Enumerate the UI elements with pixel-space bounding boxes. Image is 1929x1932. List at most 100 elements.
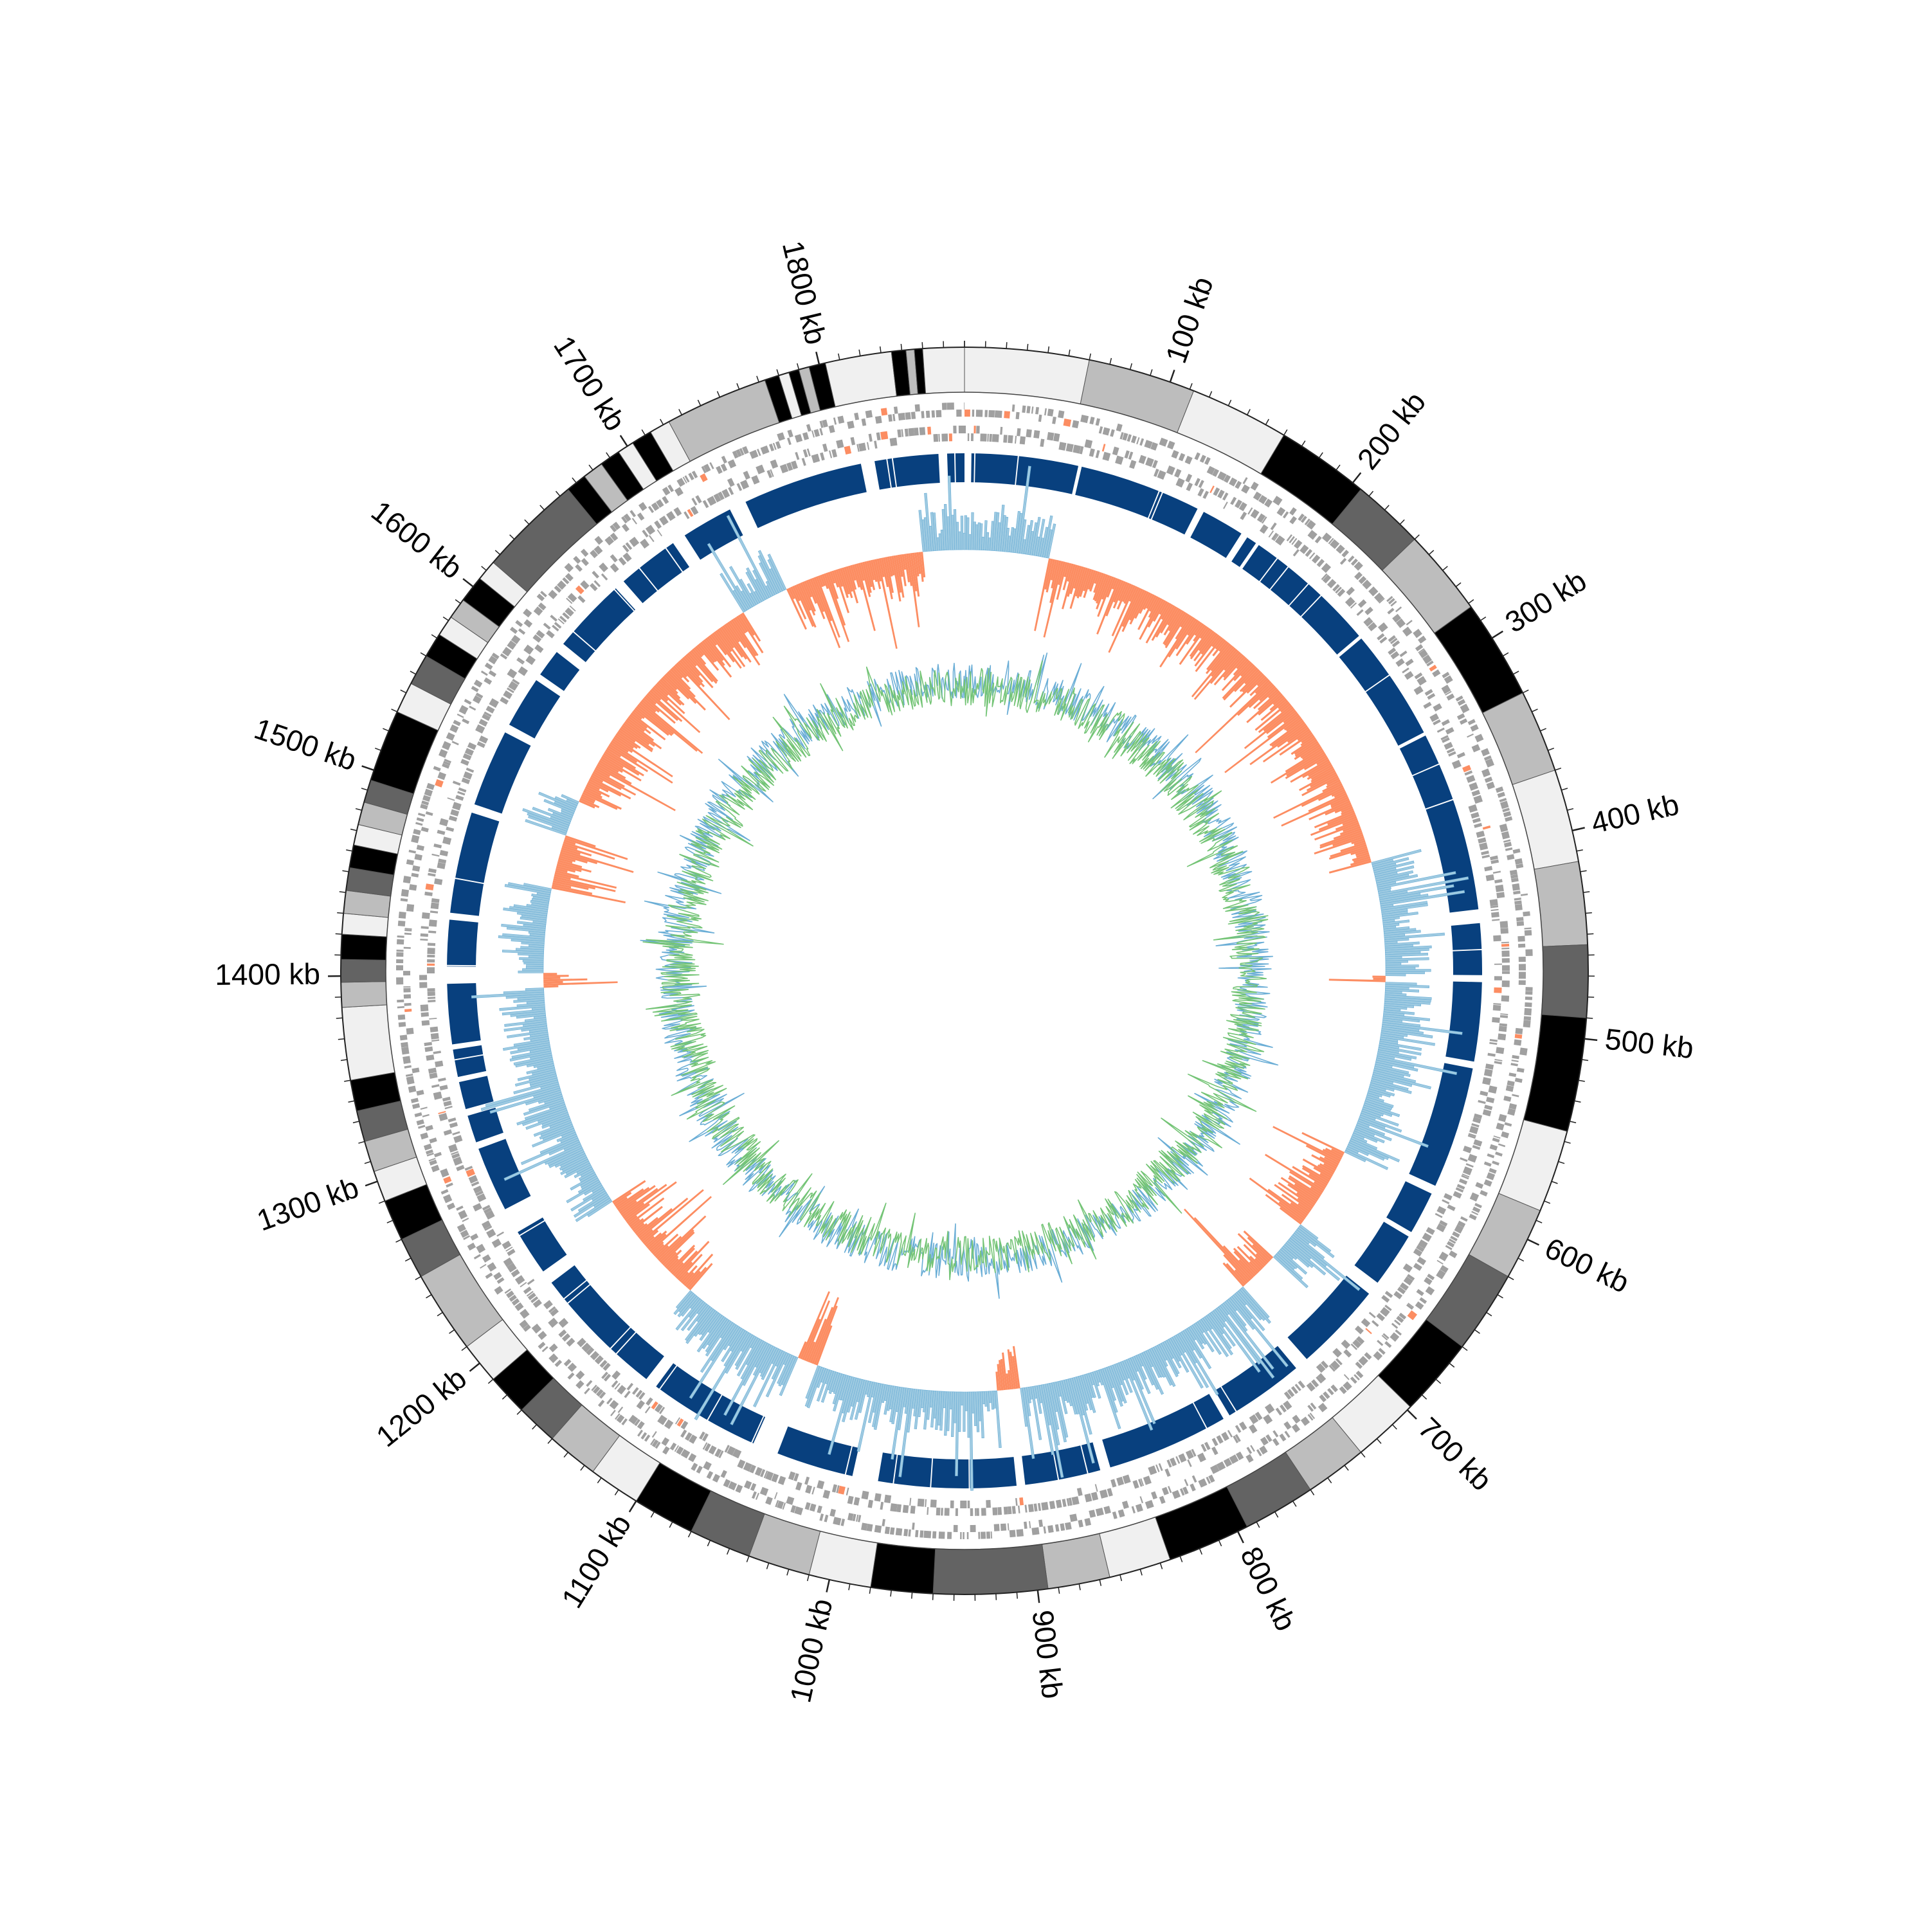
feature-block	[484, 678, 492, 685]
feature-block	[489, 698, 499, 708]
feature-block	[1115, 455, 1123, 464]
feature-block	[421, 1004, 429, 1011]
histogram-bar	[543, 977, 560, 980]
feature-block	[938, 434, 940, 442]
feature-block	[1285, 1431, 1291, 1438]
feature-block	[398, 921, 406, 926]
histogram-bar	[526, 966, 543, 969]
feature-block	[1031, 1527, 1039, 1535]
feature-block	[933, 434, 938, 442]
minor-tick	[482, 566, 487, 570]
histogram-bar	[811, 577, 840, 648]
feature-block	[1116, 1477, 1124, 1486]
feature-block	[1466, 775, 1475, 782]
feature-block	[429, 1137, 437, 1143]
feature-block	[598, 1400, 604, 1407]
feature-block	[624, 1391, 630, 1398]
feature-block	[1499, 824, 1508, 832]
minor-tick	[1219, 1540, 1222, 1546]
feature-block	[1436, 1206, 1446, 1214]
feature-block	[520, 1309, 529, 1319]
minor-tick	[540, 505, 545, 510]
feature-block	[1517, 1068, 1525, 1073]
feature-block	[1478, 838, 1486, 844]
minor-tick	[1256, 1522, 1260, 1528]
minor-tick	[1532, 709, 1537, 712]
minor-tick	[1079, 1584, 1080, 1590]
feature-block	[1496, 892, 1505, 898]
feature-block	[412, 1103, 420, 1109]
feature-block	[884, 1495, 891, 1503]
minor-tick	[1384, 505, 1389, 510]
feature-block	[1496, 1047, 1504, 1054]
feature-block	[420, 939, 428, 941]
feature-block	[885, 1526, 890, 1534]
feature-block	[1102, 452, 1110, 461]
feature-block	[482, 1254, 491, 1263]
feature-block	[1025, 1504, 1028, 1512]
feature-block	[833, 1517, 841, 1525]
feature-block	[1515, 904, 1523, 910]
feature-block	[1185, 474, 1192, 482]
feature-block	[523, 645, 534, 655]
feature-block	[1047, 432, 1054, 440]
feature-block	[575, 1371, 584, 1380]
feature-block	[1230, 497, 1236, 505]
feature-block	[1506, 1085, 1514, 1092]
feature-block	[397, 935, 404, 938]
tick-label: 300 kb	[1499, 563, 1593, 639]
minor-tick	[1570, 1121, 1576, 1123]
feature-block	[1159, 438, 1168, 447]
feature-block	[467, 1243, 476, 1250]
minor-tick	[421, 653, 426, 656]
major-tick	[1492, 631, 1503, 638]
feature-block	[404, 947, 411, 949]
minor-tick	[1058, 1587, 1060, 1594]
feature-block	[610, 1410, 616, 1416]
feature-block	[1517, 921, 1525, 926]
feature-block	[1468, 804, 1477, 813]
feature-block	[804, 1477, 810, 1485]
feature-block	[927, 1507, 928, 1515]
block-track	[446, 452, 1483, 1490]
histogram-bar	[965, 1392, 968, 1411]
feature-block	[1250, 1445, 1255, 1452]
feature-block	[1008, 1523, 1010, 1530]
feature-block	[1505, 817, 1512, 822]
histogram-bar	[959, 532, 961, 550]
feature-block	[424, 1047, 433, 1052]
feature-block	[1078, 1520, 1083, 1528]
feature-block	[721, 456, 727, 464]
feature-block	[422, 1114, 430, 1117]
tick-label: 1000 kb	[783, 1596, 838, 1706]
feature-block	[1202, 491, 1209, 499]
minor-tick	[1209, 392, 1212, 397]
feature-block	[936, 1508, 941, 1515]
feature-block	[703, 1461, 712, 1470]
feature-block	[1368, 586, 1378, 596]
feature-block	[1293, 549, 1300, 557]
feature-block	[915, 404, 920, 412]
feature-tracks	[396, 402, 1533, 1539]
minor-tick	[1130, 363, 1132, 370]
minor-tick	[597, 1478, 601, 1483]
feature-block	[968, 433, 970, 441]
tick-label: 1200 kb	[370, 1361, 473, 1453]
ideogram-band	[1177, 391, 1284, 474]
feature-block	[992, 1507, 997, 1515]
feature-block	[1514, 1040, 1521, 1046]
minor-tick	[510, 535, 514, 539]
feature-block	[1395, 658, 1404, 667]
minor-tick	[1422, 1395, 1426, 1399]
feature-block	[404, 1009, 412, 1012]
feature-block	[987, 434, 989, 442]
minor-tick	[747, 1556, 748, 1562]
feature-block	[1472, 790, 1481, 796]
feature-block	[805, 1502, 811, 1510]
major-tick	[1353, 473, 1361, 483]
feature-block	[416, 1090, 424, 1096]
feature-block	[905, 429, 909, 437]
feature-block	[1041, 1502, 1049, 1510]
feature-block	[442, 741, 451, 750]
feature-block	[1466, 1163, 1474, 1168]
